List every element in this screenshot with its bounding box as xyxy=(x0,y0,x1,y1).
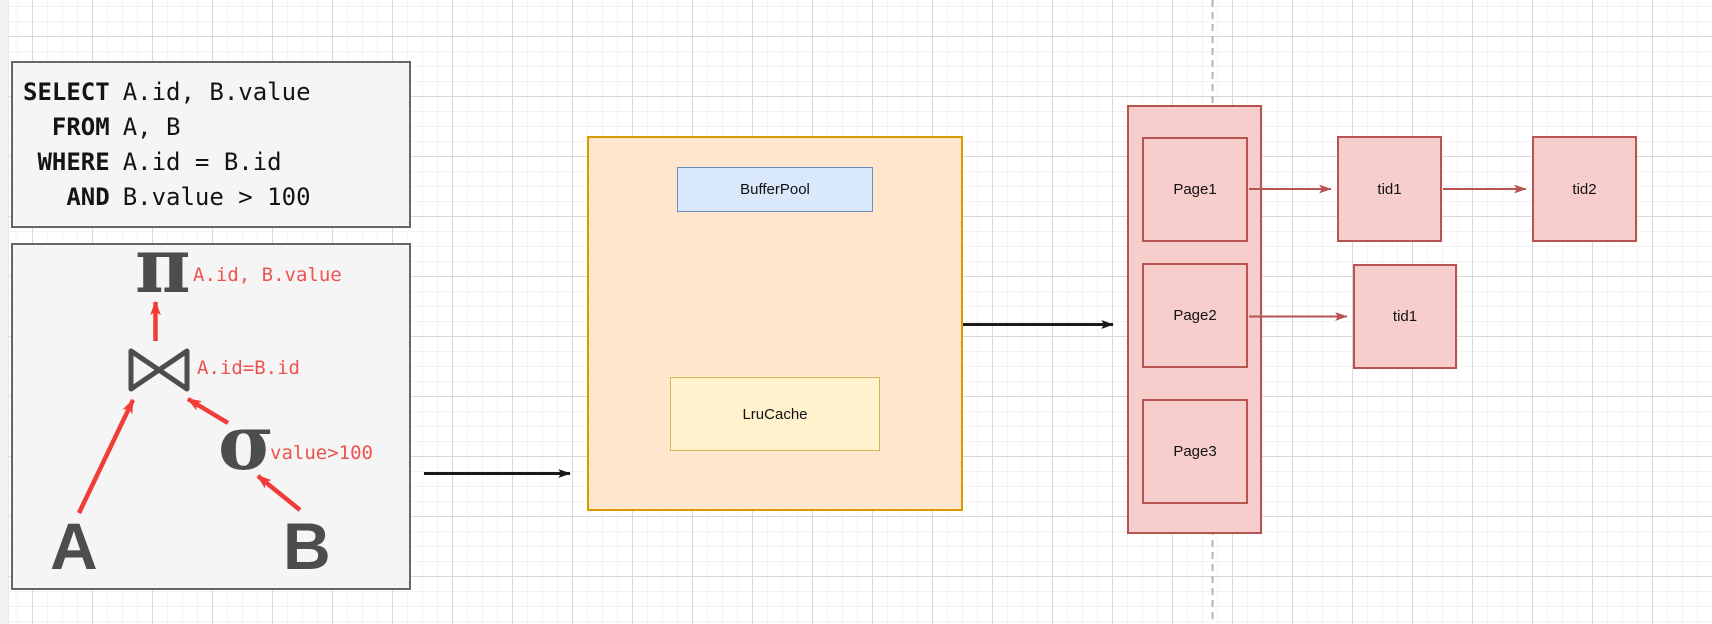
sql-text: A.id = B.id xyxy=(122,148,282,176)
sql-keyword: AND xyxy=(66,183,110,211)
sql-text: A.id, B.value xyxy=(122,78,311,106)
sql-text: A, B xyxy=(122,113,181,141)
sql-keyword: WHERE xyxy=(37,148,110,176)
table-b-node: B xyxy=(283,509,331,583)
plan-tree-box[interactable]: π A.id, B.value A.id=B.id σ value>100 A … xyxy=(11,228,411,590)
join-label: A.id=B.id xyxy=(197,357,300,379)
tid-label: tid1 xyxy=(1377,180,1402,198)
projection-pi-icon: π xyxy=(135,221,191,310)
table-a-node: A xyxy=(50,509,98,583)
sql-text: B.value > 100 xyxy=(122,183,311,211)
page2-box[interactable]: Page2 xyxy=(1142,263,1248,368)
sql-keyword: SELECT xyxy=(23,78,110,106)
tid-label: tid2 xyxy=(1572,180,1597,198)
page1-tid2-box[interactable]: tid2 xyxy=(1532,136,1637,242)
sql-line: WHERE A.id = B.id xyxy=(23,145,409,180)
page3-box[interactable]: Page3 xyxy=(1142,399,1248,504)
sql-line: SELECT A.id, B.value xyxy=(23,75,409,110)
lrucache-box[interactable]: LruCache xyxy=(670,377,880,451)
selection-label: value>100 xyxy=(270,442,373,464)
selection-sigma-icon: σ xyxy=(218,398,275,487)
tid-label: tid1 xyxy=(1392,308,1418,325)
canvas-page-edge xyxy=(0,0,9,624)
bufferpool-box[interactable]: BufferPool xyxy=(677,167,873,212)
page1-tid1-box[interactable]: tid1 xyxy=(1337,136,1442,242)
sql-keyword: FROM xyxy=(51,113,110,141)
sql-query-box[interactable]: SELECT A.id, B.value FROM A, B WHERE A.id =… xyxy=(11,61,411,228)
sql-line: FROM A, B xyxy=(23,110,409,145)
join-bowtie-icon xyxy=(128,348,190,392)
page1-box[interactable]: Page1 xyxy=(1142,137,1248,242)
page2-label: Page2 xyxy=(1173,307,1217,324)
bufferpool-label: BufferPool xyxy=(740,181,810,198)
page2-tid1-box[interactable]: tid1 xyxy=(1353,264,1457,369)
lrucache-label: LruCache xyxy=(742,405,808,423)
page1-label: Page1 xyxy=(1173,181,1217,198)
page3-label: Page3 xyxy=(1173,443,1217,460)
sql-line: AND B.value > 100 xyxy=(23,180,409,215)
projection-label: A.id, B.value xyxy=(193,264,342,286)
